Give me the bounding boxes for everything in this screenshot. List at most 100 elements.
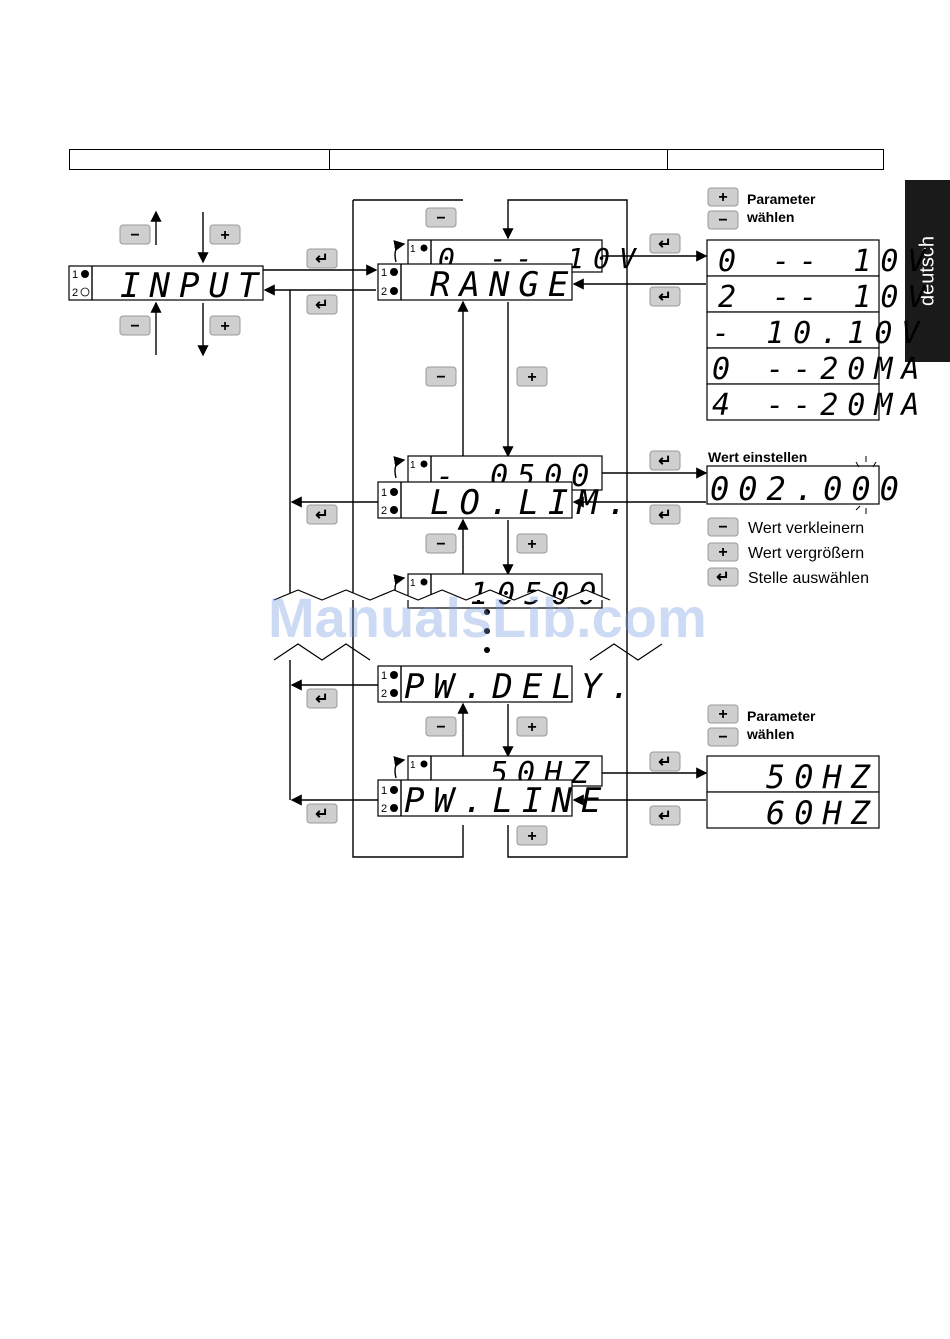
range-name-display bbox=[377, 263, 573, 301]
input-display-text: INPUT bbox=[120, 266, 267, 306]
range-option-0: 0 -- 10V bbox=[718, 244, 935, 279]
blink-indicator bbox=[855, 456, 877, 514]
plus-key-icon: + bbox=[707, 704, 739, 724]
range-name-text: RANGE bbox=[430, 265, 577, 305]
svg-text:1: 1 bbox=[381, 670, 387, 682]
svg-text:1: 1 bbox=[410, 460, 416, 471]
svg-text:↵: ↵ bbox=[315, 251, 328, 268]
enter-key-icon: ↵ bbox=[306, 803, 338, 824]
svg-text:↵: ↵ bbox=[658, 754, 671, 771]
svg-text:↵: ↵ bbox=[658, 507, 671, 524]
plus-key-icon: + bbox=[209, 224, 241, 245]
header-table bbox=[69, 149, 884, 170]
enter-key-icon: ↵ bbox=[649, 286, 681, 307]
led-2-dot bbox=[80, 287, 90, 297]
range-curve-arrow bbox=[393, 240, 406, 263]
lolim-name-display bbox=[377, 481, 573, 519]
svg-text:−: − bbox=[436, 536, 445, 553]
legend-waehlen-bottom: wählen bbox=[746, 726, 794, 742]
svg-text:↵: ↵ bbox=[658, 289, 671, 306]
svg-text:+: + bbox=[718, 544, 727, 561]
svg-text:2: 2 bbox=[381, 505, 387, 517]
input-display bbox=[68, 265, 264, 301]
legend-parameter-bottom: Parameter bbox=[747, 708, 816, 724]
enter-key-icon: ↵ bbox=[649, 504, 681, 525]
legend-set-value-title: Wert einstellen bbox=[708, 449, 807, 465]
svg-text:−: − bbox=[718, 519, 727, 536]
minus-key-icon: − bbox=[425, 207, 457, 228]
svg-text:+: + bbox=[527, 828, 536, 845]
plus-key-icon: + bbox=[707, 187, 739, 207]
enter-key-icon: ↵ bbox=[306, 294, 338, 315]
enter-key-icon: ↵ bbox=[649, 751, 681, 772]
set-value-display bbox=[706, 465, 880, 505]
range-option-3: 0 --20MA bbox=[712, 352, 929, 387]
range-options-list: 0 -- 10V 2 -- 10V - 10.10V 0 --20MA 4 --… bbox=[706, 239, 935, 423]
enter-key-icon: ↵ bbox=[649, 450, 681, 471]
svg-text:2: 2 bbox=[381, 688, 387, 700]
pwline-name-display bbox=[377, 779, 573, 817]
pwline-option-60 bbox=[706, 791, 880, 829]
minus-key-icon: − bbox=[119, 224, 151, 245]
pwdely-name-text: PW.DELY. bbox=[404, 667, 640, 707]
svg-text:+: + bbox=[527, 719, 536, 736]
svg-text:↵: ↵ bbox=[315, 806, 328, 823]
key-icons: − + − + ↵ ↵ − − + ↵ ↵ ↵ ↵ ↵ − + ↵ − + ↵ … bbox=[119, 187, 739, 846]
minus-key-icon: − bbox=[707, 517, 739, 537]
enter-key-icon: ↵ bbox=[306, 248, 338, 269]
minus-key-icon: − bbox=[425, 716, 457, 737]
range-option-1: 2 -- 10V bbox=[718, 280, 935, 315]
range-option-4: 4 --20MA bbox=[712, 388, 929, 423]
led-1-dot bbox=[81, 270, 89, 278]
plus-key-icon: + bbox=[707, 542, 739, 562]
svg-text:↵: ↵ bbox=[315, 297, 328, 314]
left-loop-line bbox=[352, 200, 464, 858]
minus-key-icon: − bbox=[707, 727, 739, 747]
svg-text:↵: ↵ bbox=[658, 236, 671, 253]
svg-text:1: 1 bbox=[381, 785, 387, 797]
svg-text:↵: ↵ bbox=[658, 453, 671, 470]
svg-text:↵: ↵ bbox=[716, 569, 729, 586]
pwline-option-0-text: 50HZ bbox=[766, 758, 879, 796]
pwline-name-text: PW.LINE bbox=[404, 781, 610, 821]
enter-key-icon: ↵ bbox=[649, 805, 681, 826]
svg-text:+: + bbox=[527, 536, 536, 553]
svg-text:1: 1 bbox=[381, 487, 387, 499]
legend-waehlen-top: wählen bbox=[746, 209, 794, 225]
header-cell-1 bbox=[70, 150, 330, 169]
range-option-2: - 10.10V bbox=[712, 316, 929, 351]
svg-text:+: + bbox=[718, 706, 727, 723]
svg-text:+: + bbox=[527, 369, 536, 386]
set-value-text: 002.000 bbox=[710, 470, 908, 508]
svg-text:−: − bbox=[436, 369, 445, 386]
legend-select-digit: Stelle auswählen bbox=[748, 570, 869, 587]
minus-key-icon: − bbox=[119, 315, 151, 336]
enter-key-icon: ↵ bbox=[707, 567, 739, 587]
svg-text:+: + bbox=[220, 318, 229, 335]
plus-key-icon: + bbox=[516, 716, 548, 737]
minus-key-icon: − bbox=[425, 366, 457, 387]
enter-key-icon: ↵ bbox=[306, 688, 338, 709]
plus-key-icon: + bbox=[209, 315, 241, 336]
enter-key-icon: ↵ bbox=[306, 504, 338, 525]
svg-text:+: + bbox=[718, 189, 727, 206]
svg-text:1: 1 bbox=[410, 578, 416, 589]
svg-text:2: 2 bbox=[381, 286, 387, 298]
pwline-option-50 bbox=[706, 755, 880, 793]
svg-text:−: − bbox=[718, 212, 727, 229]
svg-text:↵: ↵ bbox=[315, 691, 328, 708]
svg-text:1: 1 bbox=[410, 760, 416, 771]
pwline-option-1-text: 60HZ bbox=[766, 794, 879, 832]
svg-text:−: − bbox=[130, 227, 139, 244]
svg-text:−: − bbox=[718, 729, 727, 746]
legend-increase: Wert vergrößern bbox=[748, 545, 864, 562]
svg-text:1: 1 bbox=[381, 267, 387, 279]
svg-text:2: 2 bbox=[381, 803, 387, 815]
language-tab: deutsch bbox=[905, 180, 950, 362]
plus-key-icon: + bbox=[516, 533, 548, 554]
svg-text:−: − bbox=[436, 719, 445, 736]
svg-text:−: − bbox=[436, 210, 445, 227]
lolim-name-text: LO.LIM. bbox=[430, 483, 636, 523]
minus-key-icon: − bbox=[425, 533, 457, 554]
